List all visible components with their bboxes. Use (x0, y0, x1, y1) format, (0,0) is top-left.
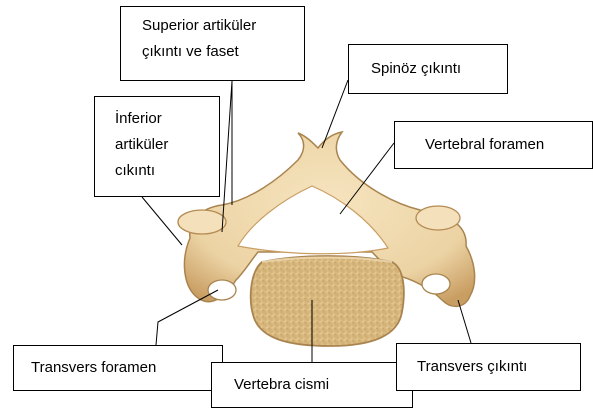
label-superior-line2: çıkıntı ve faset (142, 39, 304, 65)
label-inferior-line3: cıkıntı (115, 158, 219, 184)
left-transverse-foramen (208, 280, 236, 300)
label-inferior-line1: İnferior (115, 106, 219, 132)
label-inferior-line2: artiküler (115, 132, 219, 158)
label-transverse-process-text: Transvers çıkıntı (417, 354, 580, 380)
label-vertebral-foramen: Vertebral foramen (394, 121, 593, 169)
label-superior-line1: Superior artiküler (142, 13, 304, 39)
label-spinous-text: Spinöz çıkıntı (371, 56, 507, 82)
label-inferior-articular-process: İnferior artiküler cıkıntı (94, 96, 220, 197)
label-transverse-process: Transvers çıkıntı (396, 343, 581, 391)
leader-transverse-process (458, 300, 471, 343)
leader-inferior (142, 197, 182, 245)
vertebral-body (251, 256, 404, 346)
label-superior-articular-process: Superior artiküler çıkıntı ve faset (120, 6, 305, 81)
label-vertebral-body: Vertebra cismi (211, 362, 413, 408)
label-spinous-process: Spinöz çıkıntı (348, 44, 508, 94)
right-transverse-foramen (422, 274, 450, 294)
label-vertebral-body-text: Vertebra cismi (234, 372, 412, 398)
left-articular-facet (178, 210, 226, 234)
label-transverse-foramen-text: Transvers foramen (31, 355, 222, 381)
right-articular-facet (416, 206, 460, 230)
label-transverse-foramen: Transvers foramen (13, 345, 223, 391)
label-vertebral-foramen-text: Vertebral foramen (425, 132, 592, 158)
